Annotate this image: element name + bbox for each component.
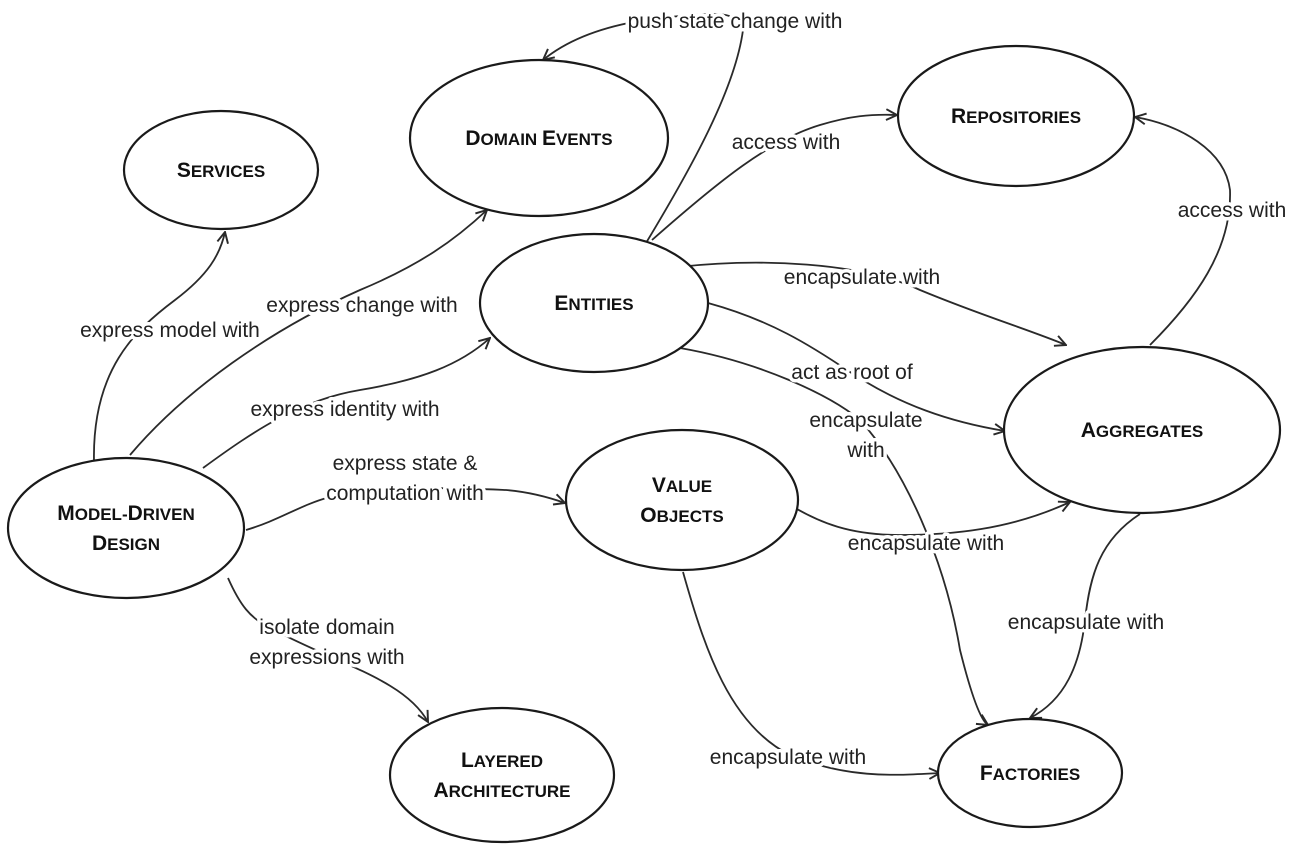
edge-label-halo: encapsulate with xyxy=(848,532,1004,555)
edge-label-halo: express model with xyxy=(80,319,260,342)
node-label-value-objects: VALUE xyxy=(652,474,712,497)
node-ellipse xyxy=(564,428,800,572)
edge-label-halo: encapsulate with xyxy=(1008,611,1164,634)
edge-label-halo: computation with xyxy=(326,482,484,505)
node-ellipse xyxy=(122,109,320,231)
edge-mdd-entities xyxy=(202,338,490,469)
node-ellipse xyxy=(388,706,616,844)
edge-entities-repositories xyxy=(651,115,897,241)
node-label-factories: FACTORIES xyxy=(980,762,1080,785)
edge-label-value-objects-aggregates: encapsulate with xyxy=(848,532,1004,555)
node-model-driven-design: MODEL-DRIVEN DESIGN xyxy=(6,456,246,600)
node-label-entities: ENTITIES xyxy=(554,292,633,315)
edge-label-entities-repositories: access with xyxy=(732,131,841,154)
edge-label-halo: with xyxy=(846,439,884,462)
node-label-aggregates: AGGREGATES xyxy=(1081,419,1204,442)
edge-label-mdd-entities: express identity with xyxy=(250,398,439,421)
edge-label-halo: encapsulate xyxy=(809,409,922,432)
edge-mdd-value-objects xyxy=(245,487,565,531)
edge-label-mdd-layered: isolate domain xyxy=(259,616,394,639)
node-repositories: REPOSITORIES xyxy=(896,44,1136,188)
edge-label-mdd-services: express model with xyxy=(80,319,260,342)
edge-label-entities-aggregates-encapsulate: encapsulate with xyxy=(784,266,940,289)
edge-label-halo: expressions with xyxy=(249,646,404,669)
edge-label-halo: isolate domain xyxy=(259,616,394,639)
edge-label-halo: encapsulate with xyxy=(784,266,940,289)
edge-label-halo: express identity with xyxy=(250,398,439,421)
edge-label-entities-factories: with xyxy=(846,439,884,462)
edges-layer xyxy=(93,12,1231,775)
edge-label-halo: access with xyxy=(1178,199,1287,222)
edge-label-halo: push state change with xyxy=(628,10,843,33)
node-entities: ENTITIES xyxy=(478,232,710,374)
edge-label-entities-domain-events: push state change with xyxy=(628,10,843,33)
node-value-objects: VALUE OBJECTS xyxy=(564,428,800,572)
node-aggregates: AGGREGATES xyxy=(1002,345,1282,515)
edge-mdd-layered xyxy=(227,577,428,722)
node-label-repositories: REPOSITORIES xyxy=(951,105,1081,128)
edge-label-entities-factories: encapsulate xyxy=(809,409,922,432)
edge-entities-aggregates-root xyxy=(707,302,1005,431)
edge-label-value-objects-factories: encapsulate with xyxy=(710,746,866,769)
node-ellipse xyxy=(896,44,1136,188)
node-domain-events: DOMAIN EVENTS xyxy=(408,58,670,218)
edge-label-mdd-value-objects: express state & xyxy=(333,452,478,475)
node-services: SERVICES xyxy=(122,109,320,231)
node-ellipse xyxy=(478,232,710,374)
node-label-value-objects: OBJECTS xyxy=(640,504,723,527)
edge-label-mdd-value-objects: computation with xyxy=(326,482,484,505)
edge-aggregates-repositories xyxy=(1135,117,1231,346)
edge-label-mdd-domain-events: express change with xyxy=(266,294,457,317)
edge-value-objects-factories xyxy=(682,571,940,775)
edge-mdd-services xyxy=(93,232,225,463)
node-label-layered-architecture: LAYERED xyxy=(461,749,543,772)
node-ellipse xyxy=(1002,345,1282,515)
edge-label-entities-aggregates-root: act as root of xyxy=(791,361,913,384)
edge-label-halo: express change with xyxy=(266,294,457,317)
edge-entities-aggregates-encapsulate xyxy=(677,261,1066,345)
edge-label-halo: access with xyxy=(732,131,841,154)
node-label-model-driven-design: MODEL-DRIVEN xyxy=(57,502,195,525)
nodes-layer: MODEL-DRIVEN DESIGN SERVICES DOMAIN EVENTS E… xyxy=(6,44,1282,844)
edge-label-halo: express state & xyxy=(333,452,478,475)
node-factories: FACTORIES xyxy=(936,717,1124,829)
node-ellipse xyxy=(936,717,1124,829)
edge-label-halo: act as root of xyxy=(791,361,913,384)
edge-label-aggregates-factories: encapsulate with xyxy=(1008,611,1164,634)
edge-label-halo: encapsulate with xyxy=(710,746,866,769)
edge-entities-domain-events xyxy=(543,12,744,244)
edge-entities-factories xyxy=(679,347,988,725)
node-layered-architecture: LAYERED ARCHITECTURE xyxy=(388,706,616,844)
node-label-services: SERVICES xyxy=(177,159,265,182)
edge-value-objects-aggregates xyxy=(789,502,1070,536)
node-label-domain-events: DOMAIN EVENTS xyxy=(465,127,612,150)
edge-mdd-domain-events xyxy=(129,210,487,456)
node-ellipse xyxy=(6,456,246,600)
node-ellipse xyxy=(408,58,670,218)
edge-label-aggregates-repositories: access with xyxy=(1178,199,1287,222)
edge-aggregates-factories xyxy=(1030,513,1141,718)
node-label-model-driven-design: DESIGN xyxy=(92,532,160,555)
edge-label-mdd-layered: expressions with xyxy=(249,646,404,669)
node-label-layered-architecture: ARCHITECTURE xyxy=(433,779,570,802)
